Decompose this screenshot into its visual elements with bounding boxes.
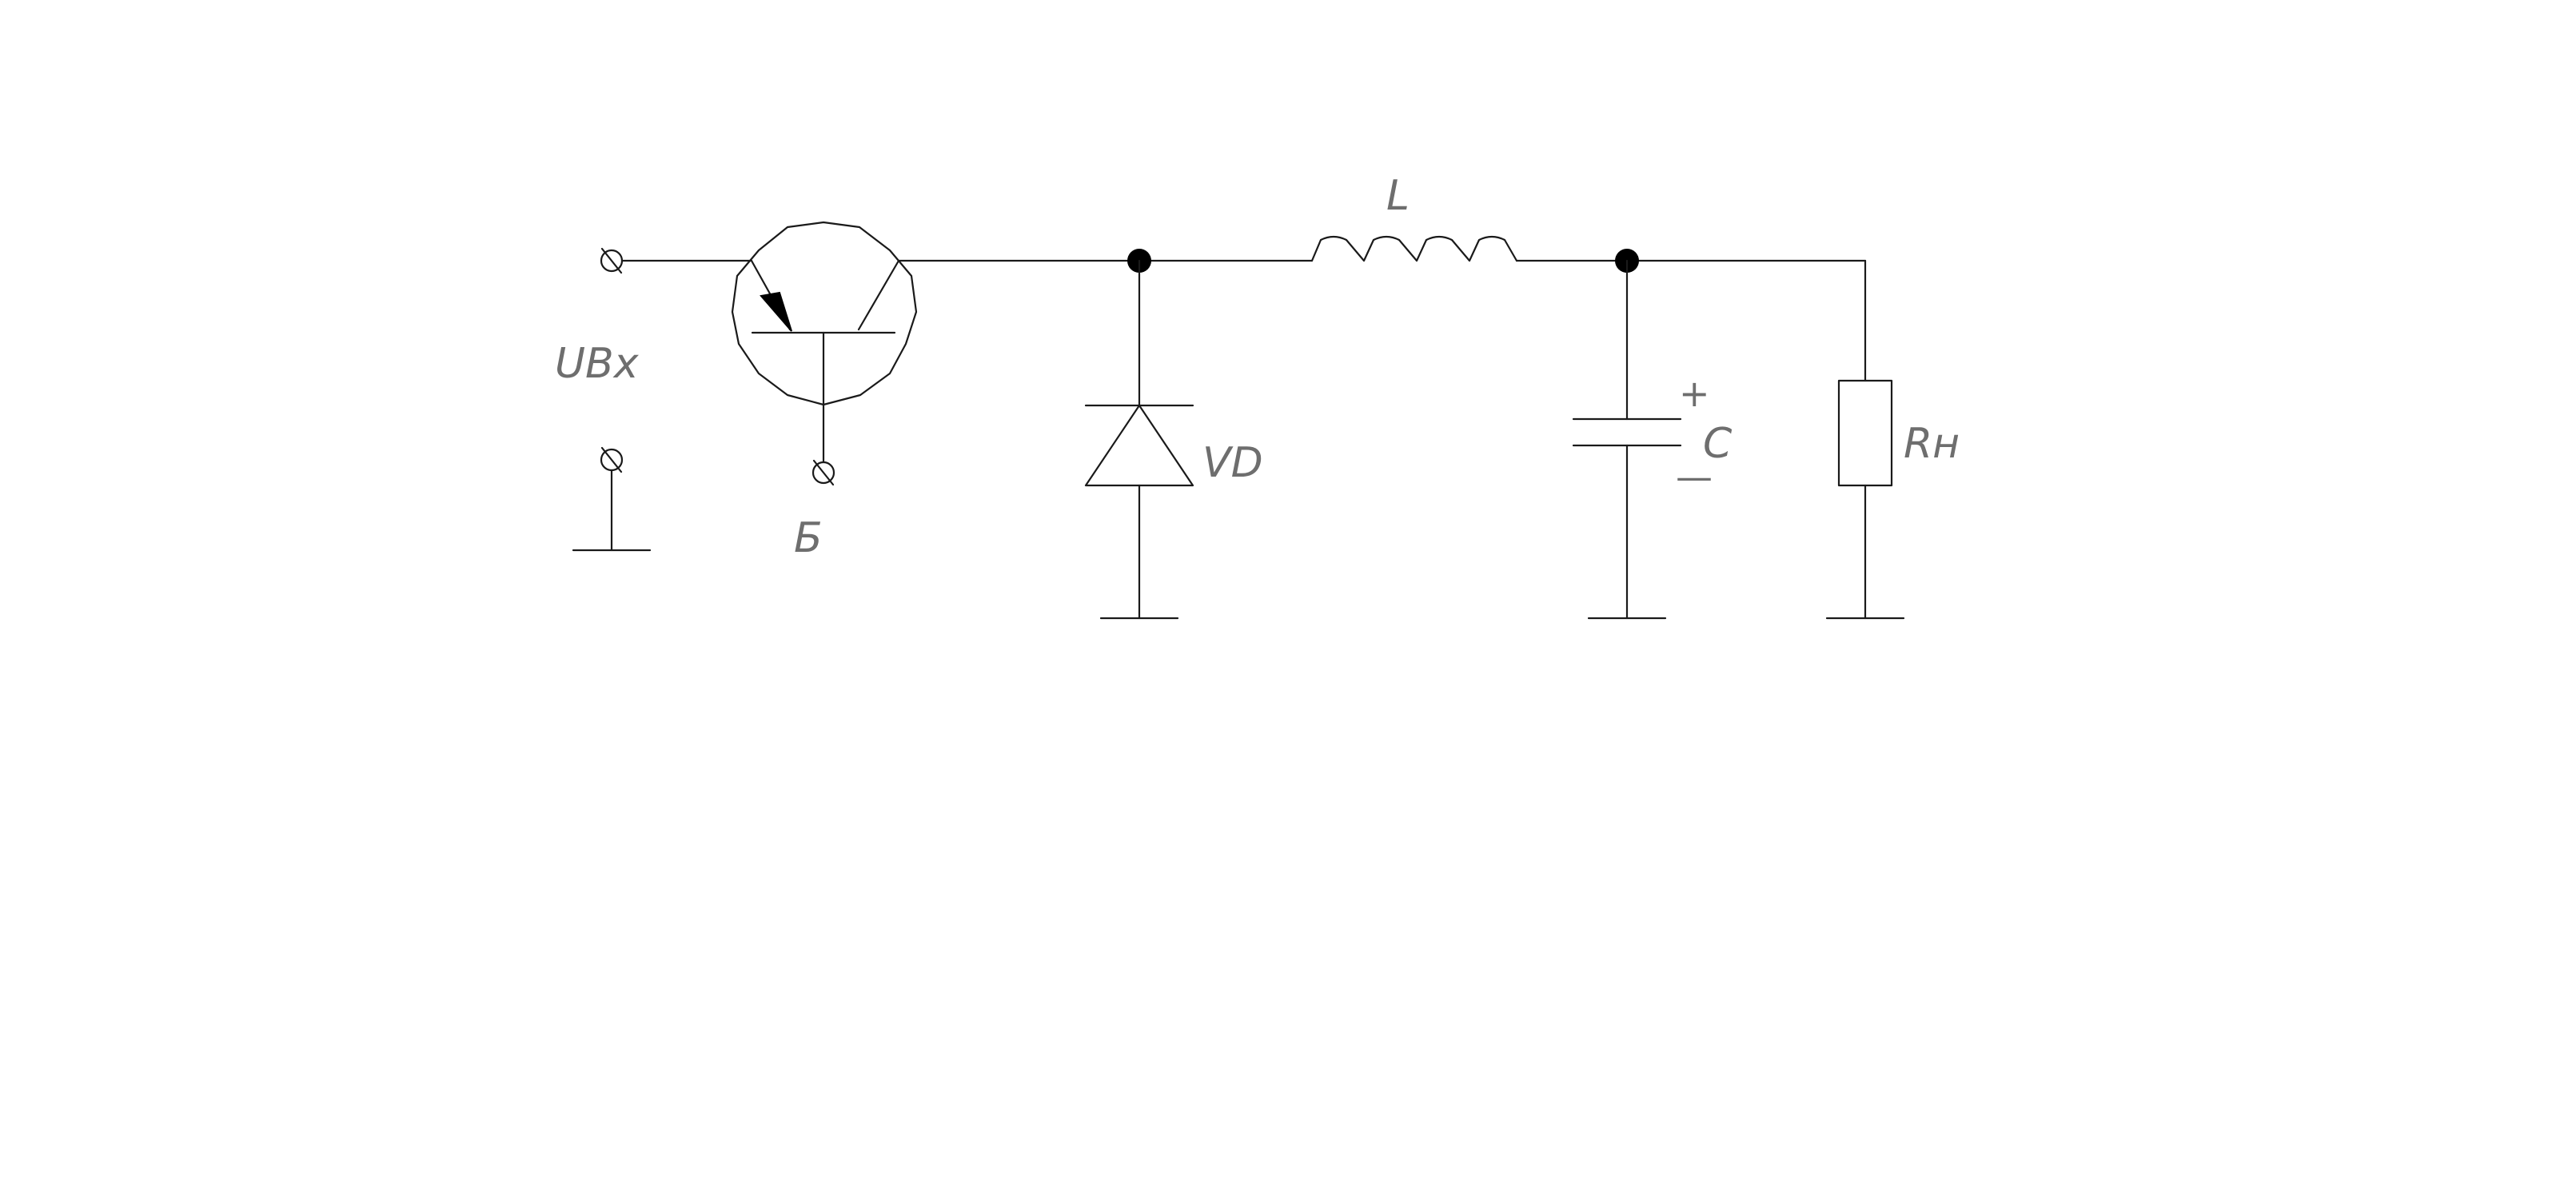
base-label: Б [794,514,823,562]
load-resistor [1825,259,1905,620]
input-terminal-bottom[interactable] [600,446,624,473]
transistor-collector [857,259,900,331]
emitter-arrow-icon [760,291,792,332]
input-ground [572,469,652,552]
base-terminal[interactable] [811,459,835,486]
inductor [1310,235,1518,262]
capacitor-label: C [1703,420,1733,468]
load-label: Rн [1904,420,1960,468]
diode [1084,259,1194,620]
inductor-label: L [1386,172,1410,220]
transistor [731,221,918,464]
capacitor [1572,259,1682,620]
input-terminal-top[interactable] [600,247,624,274]
capacitor-plus-label: + [1679,372,1710,415]
capacitor-minus-label: — [1676,455,1713,498]
diode-label: VD [1202,439,1263,487]
resistor-body [1837,379,1893,487]
diode-triangle [1084,404,1194,487]
input-voltage-label: UВх [555,340,640,388]
